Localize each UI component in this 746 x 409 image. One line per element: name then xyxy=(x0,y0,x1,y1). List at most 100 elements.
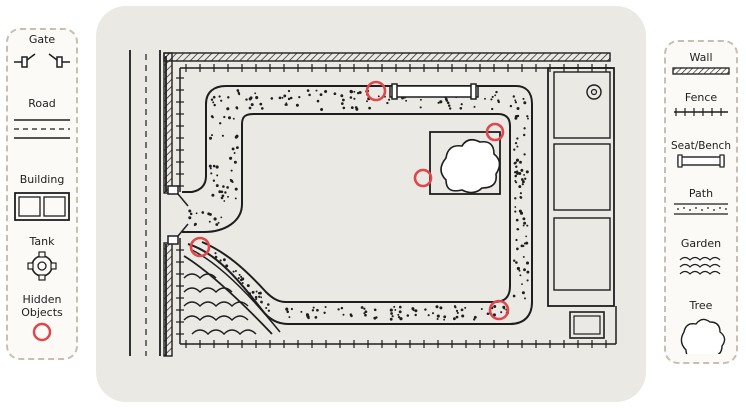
gravel-dot xyxy=(518,172,522,175)
buildings xyxy=(547,67,615,307)
gravel-dot xyxy=(386,101,389,105)
gravel-dot xyxy=(225,264,229,268)
gravel-dot xyxy=(241,281,244,285)
gravel-dot xyxy=(219,259,222,262)
gravel-dot xyxy=(448,107,452,110)
gravel-dot xyxy=(356,91,360,95)
gravel-dot xyxy=(515,165,518,168)
gravel-dot xyxy=(214,252,217,255)
gravel-dot xyxy=(526,270,530,274)
gravel-dot xyxy=(525,241,529,245)
gravel-dot xyxy=(393,305,396,308)
gravel-dot xyxy=(454,306,457,309)
gravel-dot xyxy=(516,228,519,231)
gravel-dot xyxy=(500,311,503,314)
legend-label-path: Path xyxy=(688,187,714,200)
gravel-dot xyxy=(220,196,224,200)
gravel-dot xyxy=(259,102,263,106)
gravel-dot xyxy=(324,305,327,309)
gravel-dot xyxy=(290,307,293,311)
gravel-dot xyxy=(188,209,192,213)
building-icon xyxy=(14,192,70,221)
gravel-dot xyxy=(456,311,459,314)
gravel-dot xyxy=(497,100,500,104)
gravel-dot xyxy=(314,316,318,319)
gravel-dot xyxy=(389,317,393,321)
legend-label-bench: Seat/Bench xyxy=(671,140,731,152)
gravel-dot xyxy=(236,107,239,110)
gravel-dot xyxy=(368,106,371,110)
gravel-dot xyxy=(220,216,223,219)
gravel-dot xyxy=(519,274,522,277)
gravel-dot xyxy=(515,218,519,222)
gravel-dot xyxy=(210,98,214,101)
gravel-dot xyxy=(258,295,261,298)
gate xyxy=(167,185,189,245)
gravel-dot xyxy=(516,137,519,140)
gravel-dot xyxy=(523,127,526,130)
gravel-dot xyxy=(443,315,447,319)
gravel-dot xyxy=(445,99,449,102)
gravel-dot xyxy=(208,164,212,168)
gravel-dot xyxy=(514,171,517,174)
gravel-dot xyxy=(377,95,380,98)
map-panel xyxy=(96,6,646,402)
gravel-dot xyxy=(521,180,525,184)
gravel-dot xyxy=(211,193,215,197)
legend-label-gate: Gate xyxy=(28,33,56,46)
gravel-dot xyxy=(364,310,368,314)
gravel-dot xyxy=(389,308,393,312)
gravel-dot xyxy=(238,93,241,96)
gravel-dot xyxy=(388,98,391,101)
gravel-dot xyxy=(519,192,522,195)
gravel-dot xyxy=(419,106,422,109)
gravel-dot xyxy=(521,291,525,295)
gravel-dot xyxy=(521,283,523,286)
gravel-dot xyxy=(234,270,237,272)
gravel-dot xyxy=(526,279,529,282)
gravel-dot xyxy=(523,268,526,272)
gravel-dot xyxy=(419,98,422,101)
gravel-dot xyxy=(245,98,248,101)
wall-icon xyxy=(672,67,730,75)
gravel-dot xyxy=(349,313,353,316)
gravel-dot xyxy=(515,238,518,242)
tank-icon xyxy=(27,251,57,281)
gravel-dot xyxy=(215,165,219,169)
gravel-dot xyxy=(215,223,219,226)
gravel-dot xyxy=(512,294,516,298)
gravel-dot xyxy=(363,312,366,315)
legend-label-fence: Fence xyxy=(684,91,718,104)
gravel-dot xyxy=(229,178,232,181)
gravel-dot xyxy=(443,318,445,321)
gravel-dot xyxy=(515,158,520,162)
gravel-dot xyxy=(306,89,310,92)
gravel-dot xyxy=(355,107,359,111)
gravel-dot xyxy=(473,105,476,108)
gravel-dot xyxy=(526,224,529,227)
gravel-dot xyxy=(523,221,527,225)
gravel-dot xyxy=(514,206,517,208)
gravel-dot xyxy=(288,316,291,319)
gravel-dot xyxy=(514,101,518,104)
gravel-dot xyxy=(515,261,518,264)
fence xyxy=(176,64,617,348)
gravel-dot xyxy=(227,116,232,120)
gravel-dot xyxy=(424,308,427,311)
gravel-dot xyxy=(522,133,526,137)
gravel-dot xyxy=(311,309,315,312)
gravel-dot xyxy=(373,308,377,312)
gravel-dot xyxy=(234,187,238,191)
gravel-dot xyxy=(523,102,527,105)
gravel-dot xyxy=(323,311,326,314)
gravel-dot xyxy=(215,184,219,188)
hidden-object-marker xyxy=(365,80,387,102)
gravel-dot xyxy=(214,255,218,259)
gravel-dot xyxy=(211,116,214,119)
gravel-dot xyxy=(350,106,354,110)
gravel-dot xyxy=(342,98,345,102)
gravel-dot xyxy=(516,114,520,118)
gravel-dot xyxy=(212,164,216,168)
legend-label-hidden-line2: Objects xyxy=(21,306,63,319)
gravel-dot xyxy=(238,273,241,276)
